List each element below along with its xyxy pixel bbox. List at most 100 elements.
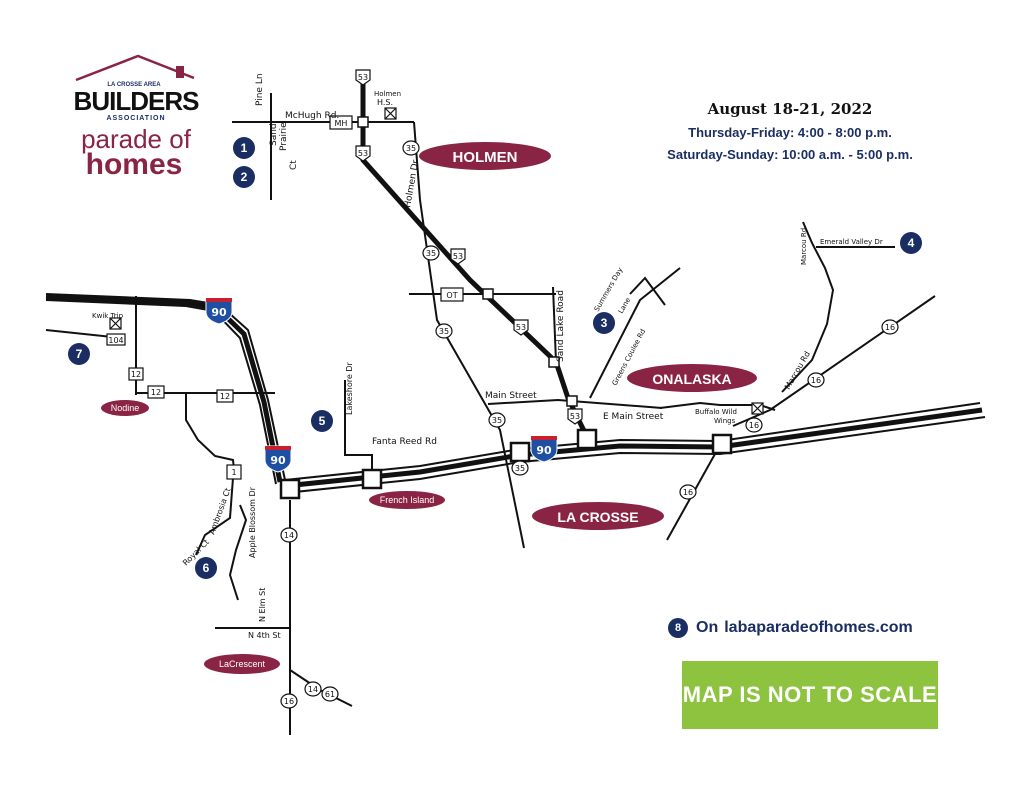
hwy104-sign: 104 xyxy=(108,336,123,345)
marker-8[interactable]: 8 xyxy=(668,618,688,638)
sand-lake-road xyxy=(552,286,557,363)
not-to-scale-banner: MAP IS NOT TO SCALE xyxy=(682,661,938,729)
hwy16-oval-1: 16 xyxy=(885,323,895,332)
hwy12-sign-b: 12 xyxy=(151,388,161,397)
hwy61-oval: 61 xyxy=(325,690,335,699)
onalaska-pill: ONALASKA xyxy=(627,364,757,392)
hwy16-oval-3: 16 xyxy=(749,421,759,430)
online-on-label: On xyxy=(696,619,719,636)
holmen-hs-label-2: H.S. xyxy=(377,98,393,107)
marker-3[interactable]: 3 xyxy=(593,312,615,334)
svg-text:LaCrescent: LaCrescent xyxy=(219,659,266,669)
hwy53-shield-2: 53 xyxy=(358,149,368,158)
greens-coulee-rd xyxy=(589,267,681,399)
holmen-pill: HOLMEN xyxy=(419,142,551,170)
marker-7[interactable]: 7 xyxy=(68,343,90,365)
marker-5[interactable]: 5 xyxy=(311,410,333,432)
svg-text:7: 7 xyxy=(76,347,83,361)
hwy14-oval-1: 14 xyxy=(284,531,294,540)
hwy16-oval-2: 16 xyxy=(811,376,821,385)
svg-text:5: 5 xyxy=(319,414,326,428)
hwy1-sign: 1 xyxy=(231,468,236,477)
svg-text:3: 3 xyxy=(601,316,608,330)
summers-day-lane xyxy=(629,276,666,306)
svg-text:1: 1 xyxy=(241,141,248,155)
emerald-valley-label: Emerald Valley Dr xyxy=(820,238,883,246)
hwy12-sign-c: 12 xyxy=(220,392,230,401)
hwy35-oval-1: 35 xyxy=(406,144,416,153)
not-to-scale-text: MAP IS NOT TO SCALE xyxy=(682,682,938,707)
marker-2[interactable]: 2 xyxy=(233,166,255,188)
apple-blossom-dr xyxy=(228,504,248,601)
hwy35-oval-3: 35 xyxy=(439,327,449,336)
marker-6[interactable]: 6 xyxy=(195,557,217,579)
weekday-hours: Thursday-Friday: 4:00 - 8:00 p.m. xyxy=(688,125,892,140)
svg-text:HOLMEN: HOLMEN xyxy=(453,149,518,166)
main-street-label: Main Street xyxy=(485,391,537,401)
sand-prairie-label-1: Sand xyxy=(269,123,279,146)
apple-blossom-label: Apple Blossom Dr xyxy=(248,486,257,558)
hwy35-oval-4: 35 xyxy=(492,416,502,425)
e-main-street-label: E Main Street xyxy=(603,412,664,422)
weekend-hours: Saturday-Sunday: 10:00 a.m. - 5:00 p.m. xyxy=(667,147,913,162)
sand-lake-label: Sand Lake Road xyxy=(556,290,566,362)
svg-text:2: 2 xyxy=(241,170,248,184)
lakeshore-fanta-reed xyxy=(344,380,373,470)
logo-association: ASSOCIATION xyxy=(106,115,165,122)
hwy53-shield-4: 53 xyxy=(516,323,526,332)
summers-day-label-2: Lane xyxy=(617,296,632,315)
ot-sign: OT xyxy=(446,291,457,300)
buffalo-label-1: Buffalo Wild xyxy=(695,408,737,416)
sand-prairie-label-2: Prairie xyxy=(279,122,289,151)
hwy1-road xyxy=(185,393,236,479)
la-crosse-pill: LA CROSSE xyxy=(532,502,664,530)
logo-top-line: LA CROSSE AREA xyxy=(107,82,161,88)
ambrosia-ct xyxy=(195,477,234,556)
svg-text:LA CROSSE: LA CROSSE xyxy=(557,509,638,525)
ambrosia-label: Ambrosia Ct xyxy=(207,487,232,536)
hwy16-oval-4: 16 xyxy=(683,488,693,497)
nodine-pill: Nodine xyxy=(101,400,149,416)
hwy14-oval-2: 14 xyxy=(308,685,318,694)
marker-4[interactable]: 4 xyxy=(900,232,922,254)
holmen-hs-label-1: Holmen xyxy=(374,90,401,98)
builders-association-logo: LA CROSSE AREA BUILDERS ASSOCIATION para… xyxy=(72,52,212,182)
svg-text:Nodine: Nodine xyxy=(111,403,140,413)
svg-text:4: 4 xyxy=(908,236,915,250)
website-link[interactable]: labaparadeofhomes.com xyxy=(724,619,913,636)
svg-text:French Island: French Island xyxy=(380,495,435,505)
buffalo-label-2: Wings xyxy=(714,417,736,425)
marker-1[interactable]: 1 xyxy=(233,137,255,159)
mchugh-label: McHugh Rd. xyxy=(285,111,339,121)
hwy35-oval-5: 35 xyxy=(515,464,525,473)
svg-text:ONALASKA: ONALASKA xyxy=(652,371,731,387)
n-elm-label: N Elm St xyxy=(258,588,267,622)
hwy16-oval-5: 16 xyxy=(284,697,294,706)
svg-text:90: 90 xyxy=(211,306,227,319)
hwy12-sign-a: 12 xyxy=(131,370,141,379)
mh-sign: MH xyxy=(335,119,348,128)
sand-prairie-label-3: Ct xyxy=(289,160,299,170)
event-info: August 18-21, 2022 Thursday-Friday: 4:00… xyxy=(640,100,940,162)
lakeshore-label: Lakeshore Dr xyxy=(345,362,354,416)
lacrescent-pill: LaCrescent xyxy=(204,654,280,674)
holmen-dr-hwy35 xyxy=(413,121,525,549)
n-4th-label: N 4th St xyxy=(248,631,281,640)
main-street xyxy=(487,398,663,409)
pine-ln-label: Pine Ln xyxy=(255,73,265,106)
kwik-trip-label: Kwik Trip xyxy=(92,312,124,320)
hwy53-shield-1: 53 xyxy=(358,73,368,82)
svg-text:90: 90 xyxy=(536,444,552,457)
marcou-rd xyxy=(781,221,835,393)
event-dates: August 18-21, 2022 xyxy=(707,100,873,118)
i90-shield-2: 90 xyxy=(264,445,292,473)
svg-text:6: 6 xyxy=(203,561,210,575)
marcou-rd-label-1: Marcou Rd xyxy=(800,228,808,265)
hwy35-oval-2: 35 xyxy=(426,249,436,258)
logo-parade-of: parade of xyxy=(81,124,192,154)
logo-builders: BUILDERS xyxy=(74,86,200,116)
i90-shield-1: 90 xyxy=(205,297,233,325)
i90-shield-3: 90 xyxy=(530,435,558,463)
hwy53-shield-5: 53 xyxy=(570,412,580,421)
